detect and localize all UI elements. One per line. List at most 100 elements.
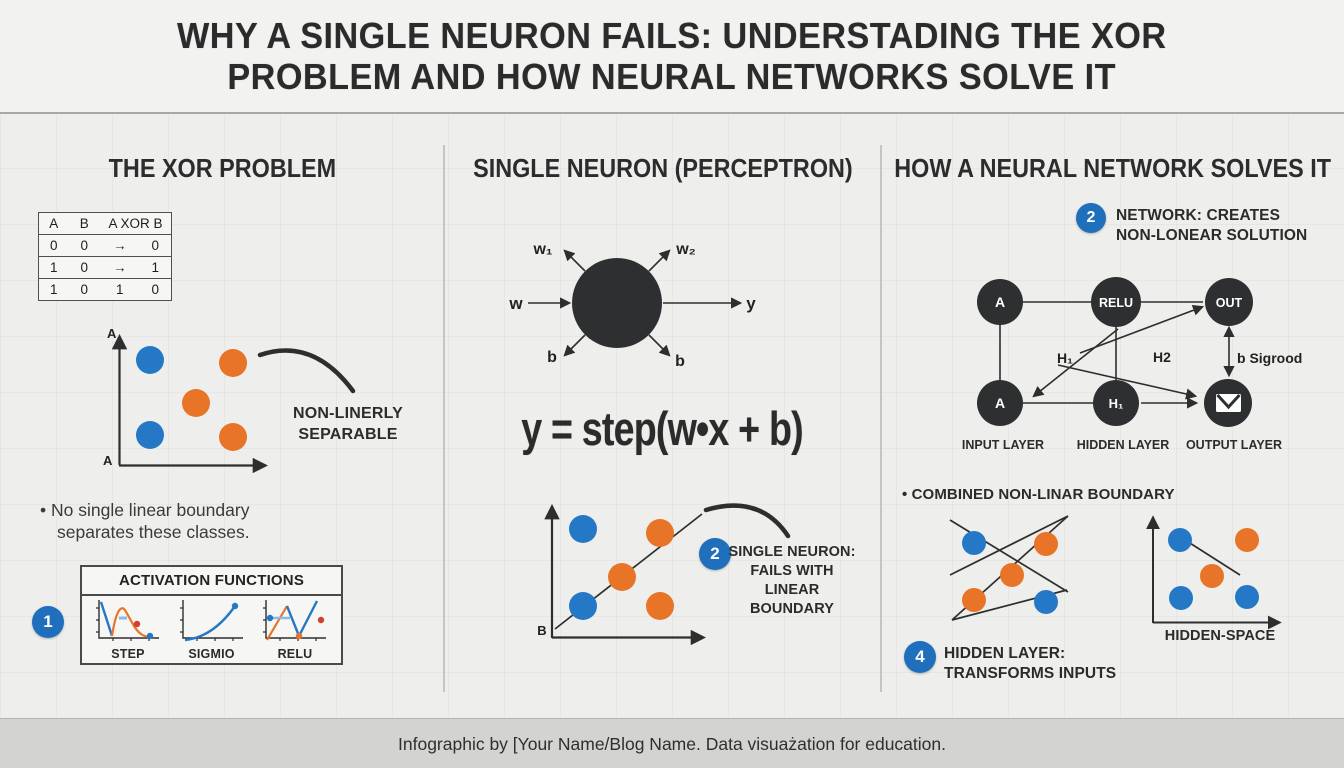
- neural-network-diagram: A RELU OUT A H₁ H₁ H2 b Sigrood INPUT LA…: [962, 277, 1302, 452]
- xor-scatter-plot: A A: [103, 326, 356, 474]
- main-title-line2: PROBLEM AND HOW NEURAL NETWORKS SOLVE IT: [227, 56, 1117, 97]
- blue-data-point: [569, 515, 597, 543]
- col2-title: SINGLE NEURON (PERCEPTRON): [472, 152, 853, 183]
- perceptron-formula: y = step(w•x + b): [521, 401, 804, 455]
- note-line2: NON-LONEAR SOLUTION: [1116, 226, 1308, 244]
- activation-functions-panel: ACTIVATION FUNCTIONS STEP: [80, 565, 343, 665]
- activation-sigmoid: SIGMIO: [174, 598, 250, 661]
- blue-data-point: [136, 421, 164, 449]
- bullet-line2: separates these classes.: [57, 522, 250, 542]
- step-plot: [96, 600, 159, 641]
- h1-edge-label: H₁: [1057, 350, 1073, 366]
- orange-data-point: [1000, 563, 1024, 587]
- relu-curve-orange: [266, 605, 288, 641]
- cross-edge-to-output: [1057, 364, 1198, 400]
- node-label: OUT: [1216, 296, 1243, 310]
- header-band: WHY A SINGLE NEURON FAILS: UNDERSTADING …: [0, 0, 1344, 114]
- combined-boundary-diagram: [949, 515, 1069, 621]
- cross-edge-to-input: [1032, 328, 1119, 398]
- y-axis-label: A: [107, 326, 117, 341]
- caption-line2: TRANSFORMS INPUTS: [944, 664, 1117, 682]
- w1-label: w₁: [532, 241, 552, 258]
- h2-edge-label: H2: [1153, 349, 1171, 365]
- col1-title: THE XOR PROBLEM: [108, 152, 336, 183]
- activation-plots: STEP SIGMIO: [82, 596, 341, 661]
- hidden-layer-label: HIDDEN LAYER: [1077, 438, 1170, 452]
- arrow-b-right: [648, 334, 671, 357]
- activation-step: STEP: [90, 598, 166, 661]
- orange-data-point: [646, 592, 674, 620]
- blue-data-point: [1169, 586, 1193, 610]
- xor-bullet-note: • No single linear boundary separates th…: [40, 499, 370, 543]
- cell: 0: [38, 234, 69, 257]
- node-label: H₁: [1109, 396, 1124, 411]
- w-label: w: [508, 294, 523, 313]
- curved-callout-arrow: [703, 503, 791, 539]
- input-layer-label: INPUT LAYER: [962, 438, 1044, 452]
- b-right-label: b: [675, 353, 685, 370]
- blue-data-point: [962, 531, 986, 555]
- axes: [181, 600, 243, 639]
- annotation-line1: NON-LINERLY: [292, 405, 404, 422]
- ticks: [96, 607, 150, 641]
- non-linear-annotation: NON-LINERLY SEPARABLE: [288, 403, 408, 445]
- cell: 1: [139, 256, 172, 279]
- orange-data-point: [608, 563, 636, 591]
- hidden-layer-caption: HIDDEN LAYER: TRANSFORMS INPUTS: [944, 644, 1116, 683]
- relu-plot: [263, 600, 326, 641]
- single-neuron-caption: SINGLE NEURON: FAILS WITH LINEAR BOUNDAR…: [722, 543, 862, 619]
- activation-panel-title: ACTIVATION FUNCTIONS: [82, 567, 341, 596]
- y-label: y: [746, 294, 756, 313]
- annotation-line2: SEPARABLE: [298, 426, 398, 443]
- caption-line2: FAILS WITH: [750, 563, 834, 579]
- cell: 0: [139, 234, 172, 257]
- xor-table-row: 1 0 → 1: [38, 256, 172, 279]
- orange-data-point: [1034, 532, 1058, 556]
- orange-data-point: [1235, 528, 1259, 552]
- column-divider-right: [880, 145, 882, 692]
- node-h1: [1093, 380, 1139, 426]
- boundary-line: [949, 515, 1069, 576]
- activation-relu: RELU: [257, 598, 333, 661]
- output-layer-label: OUTPUT LAYER: [1186, 438, 1282, 452]
- step-curve-orange: [110, 607, 152, 639]
- orange-data-point: [219, 423, 247, 451]
- w2-label: w₂: [675, 241, 696, 258]
- xor-truth-table: A B A XOR B 0 0 → 0 1 0 → 1 1 0 1 0: [38, 212, 172, 301]
- node-label: A: [995, 294, 1005, 310]
- node-label: A: [995, 395, 1005, 411]
- sigmoid-label: SIGMIO: [188, 647, 235, 661]
- node-input-bottom: [977, 380, 1023, 426]
- network-note: NETWORK: CREATES NON-LONEAR SOLUTION: [1116, 206, 1307, 245]
- step-2-badge-network: 2: [1076, 203, 1106, 233]
- blue-data-point: [1235, 585, 1259, 609]
- col3-title: HOW A NEURAL NETWORK SOLVES IT: [894, 152, 1331, 183]
- cell: 0: [68, 234, 100, 257]
- arrow-b-left: [563, 334, 586, 357]
- cell-arrow: →: [99, 234, 140, 257]
- relu-label: RELU: [277, 647, 313, 661]
- sigmoid-curve: [184, 605, 236, 642]
- axes: [265, 600, 326, 639]
- curved-callout-arrow: [257, 348, 356, 394]
- hidden-space-label: HIDDEN-SPACE: [1164, 628, 1276, 644]
- caption-line3: LINEAR BOUNDARY: [749, 582, 835, 617]
- node-out: [1205, 278, 1253, 326]
- xor-table-row: 0 0 → 0: [38, 234, 172, 257]
- sigmoid-label: b Sigrood: [1237, 350, 1302, 366]
- sigmoid-plot: [179, 600, 243, 642]
- cell: 1: [38, 278, 69, 301]
- column-divider-left: [443, 145, 445, 692]
- axes: [98, 600, 159, 639]
- ticks: [263, 607, 317, 641]
- blue-data-point: [1034, 590, 1058, 614]
- neuron-body: [572, 258, 662, 348]
- bullet-line1: • No single linear boundary: [40, 500, 250, 520]
- step-label: STEP: [111, 647, 145, 661]
- blue-point: [266, 614, 274, 622]
- red-point: [317, 616, 325, 624]
- linear-boundary-scatter: B: [537, 503, 791, 646]
- arrow-w1: [563, 249, 586, 272]
- blue-data-point: [1168, 528, 1192, 552]
- xor-header-b: B: [79, 216, 89, 231]
